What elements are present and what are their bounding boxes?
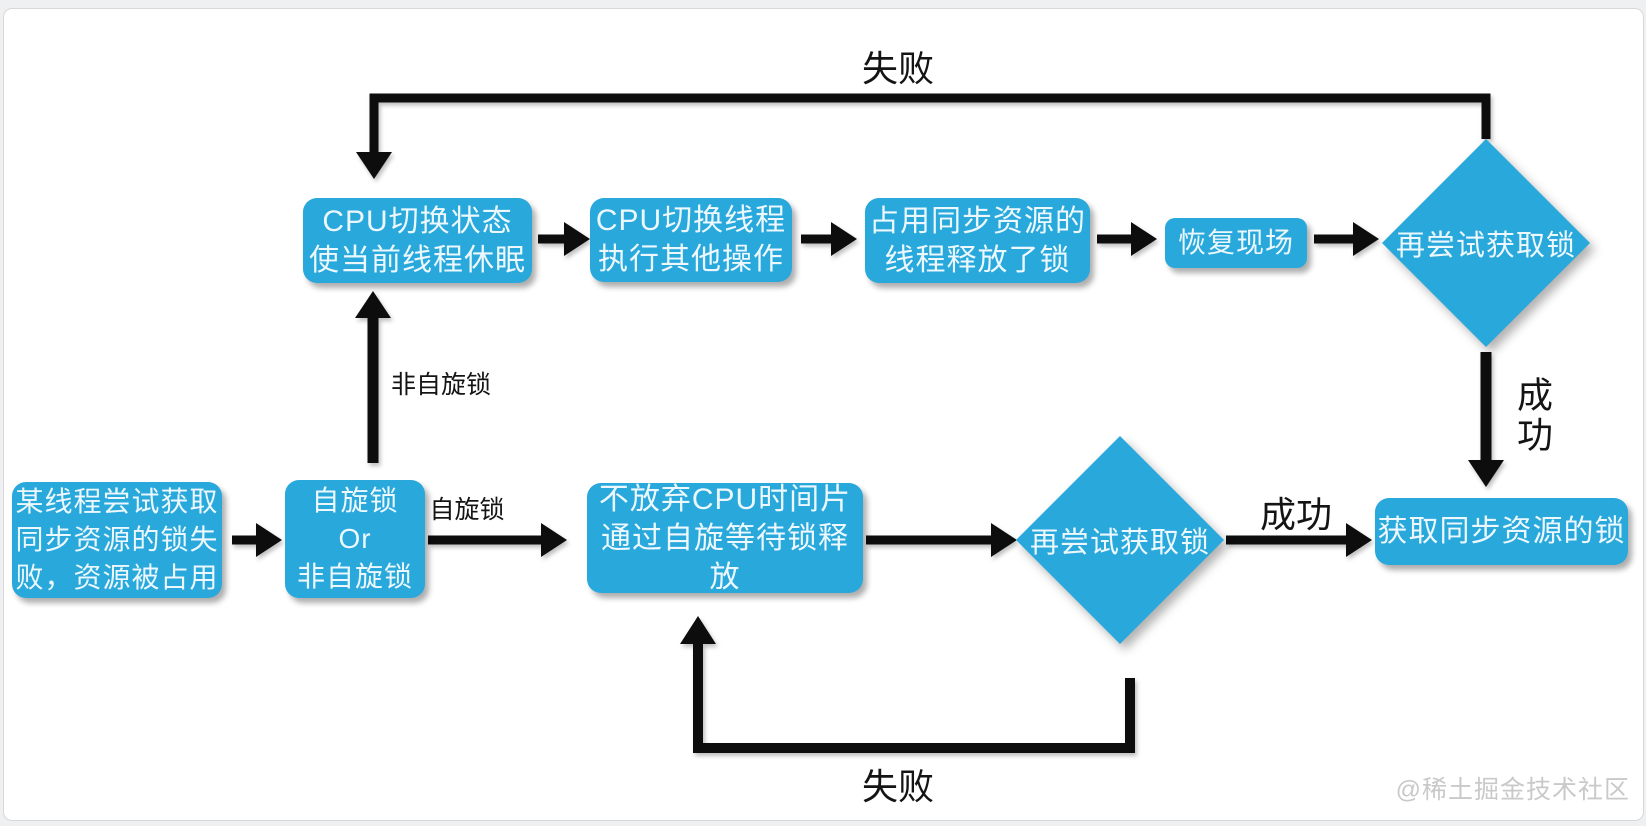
node-line: 非自旋锁 bbox=[296, 561, 413, 592]
node-spin-wait: 不放弃CPU时间片 通过自旋等待锁释放 bbox=[587, 482, 863, 594]
node-restore-scene: 恢复现场 bbox=[1165, 218, 1307, 268]
node-line: 再尝试获取锁 bbox=[1395, 230, 1576, 262]
node-line: 自旋锁 bbox=[311, 485, 399, 516]
node-cpu-switch-thread: CPU切换线程 执行其他操作 bbox=[590, 198, 792, 282]
edge-fail-top-arrowhead bbox=[356, 152, 392, 179]
node-retry-top: 再尝试获取锁 bbox=[1382, 139, 1590, 347]
node-line: 再尝试获取锁 bbox=[1029, 527, 1210, 559]
node-acquired: 获取同步资源的锁 bbox=[1375, 498, 1628, 565]
edge-release-restore-arrowhead bbox=[1131, 222, 1157, 256]
node-owner-release: 占用同步资源的 线程释放了锁 bbox=[865, 198, 1090, 283]
node-line: CPU切换线程 bbox=[595, 204, 787, 237]
node-line: 某线程尝试获取 bbox=[15, 486, 219, 517]
node-line: 使当前线程休眠 bbox=[309, 243, 526, 277]
edge-nonspin-arrowhead bbox=[355, 291, 391, 318]
node-line: 占用同步资源的 bbox=[869, 204, 1086, 238]
node-line: 线程释放了锁 bbox=[884, 243, 1071, 277]
watermark: @稀土掘金技术社区 bbox=[1395, 776, 1630, 804]
node-line: 不放弃CPU时间片 bbox=[598, 482, 852, 516]
edge-fail-bottom-line bbox=[693, 644, 1135, 753]
node-line: 同步资源的锁失 bbox=[15, 524, 219, 555]
edge-label-fail-bottom: 失败 bbox=[861, 766, 934, 807]
node-line: 恢复现场 bbox=[1177, 227, 1294, 258]
node-line: 败，资源被占用 bbox=[15, 562, 219, 593]
node-line: 获取同步资源的锁 bbox=[1377, 515, 1626, 548]
edge-restore-retry-arrowhead bbox=[1353, 222, 1379, 256]
node-lock-type: 自旋锁 Or 非自旋锁 bbox=[285, 480, 425, 598]
edge-thread-release-arrowhead bbox=[831, 222, 857, 256]
edge-label-success-vertical: 成功 bbox=[1512, 376, 1553, 456]
node-try-fail: 某线程尝试获取 同步资源的锁失 败，资源被占用 bbox=[12, 482, 222, 598]
node-line: CPU切换状态 bbox=[322, 204, 513, 238]
edge-label-spin-lock: 自旋锁 bbox=[429, 496, 505, 524]
edge-success-vertical-arrowhead bbox=[1468, 460, 1504, 487]
edge-fail-top-line bbox=[369, 93, 1491, 152]
edge-locktype-spinwait-arrowhead bbox=[541, 523, 567, 557]
edge-retry-acquired-arrowhead bbox=[1346, 523, 1372, 557]
edge-label-fail-top: 失败 bbox=[861, 48, 934, 89]
node-retry-bottom: 再尝试获取锁 bbox=[1016, 436, 1224, 644]
node-cpu-switch-state: CPU切换状态 使当前线程休眠 bbox=[303, 198, 532, 283]
node-line: Or bbox=[338, 523, 372, 554]
edge-state-thread-arrowhead bbox=[564, 222, 590, 256]
node-line: 通过自旋等待锁释放 bbox=[601, 521, 849, 594]
edge-label-success-horizontal: 成功 bbox=[1259, 494, 1332, 535]
node-line: 执行其他操作 bbox=[598, 243, 784, 276]
diagram-card bbox=[3, 8, 1644, 821]
edge-label-non-spin-lock: 非自旋锁 bbox=[390, 371, 491, 399]
edge-spinwait-retry-arrowhead bbox=[991, 523, 1017, 557]
edge-fail-bottom-arrowhead bbox=[680, 616, 716, 644]
edge-tryfail-locktype-arrowhead bbox=[256, 523, 282, 557]
